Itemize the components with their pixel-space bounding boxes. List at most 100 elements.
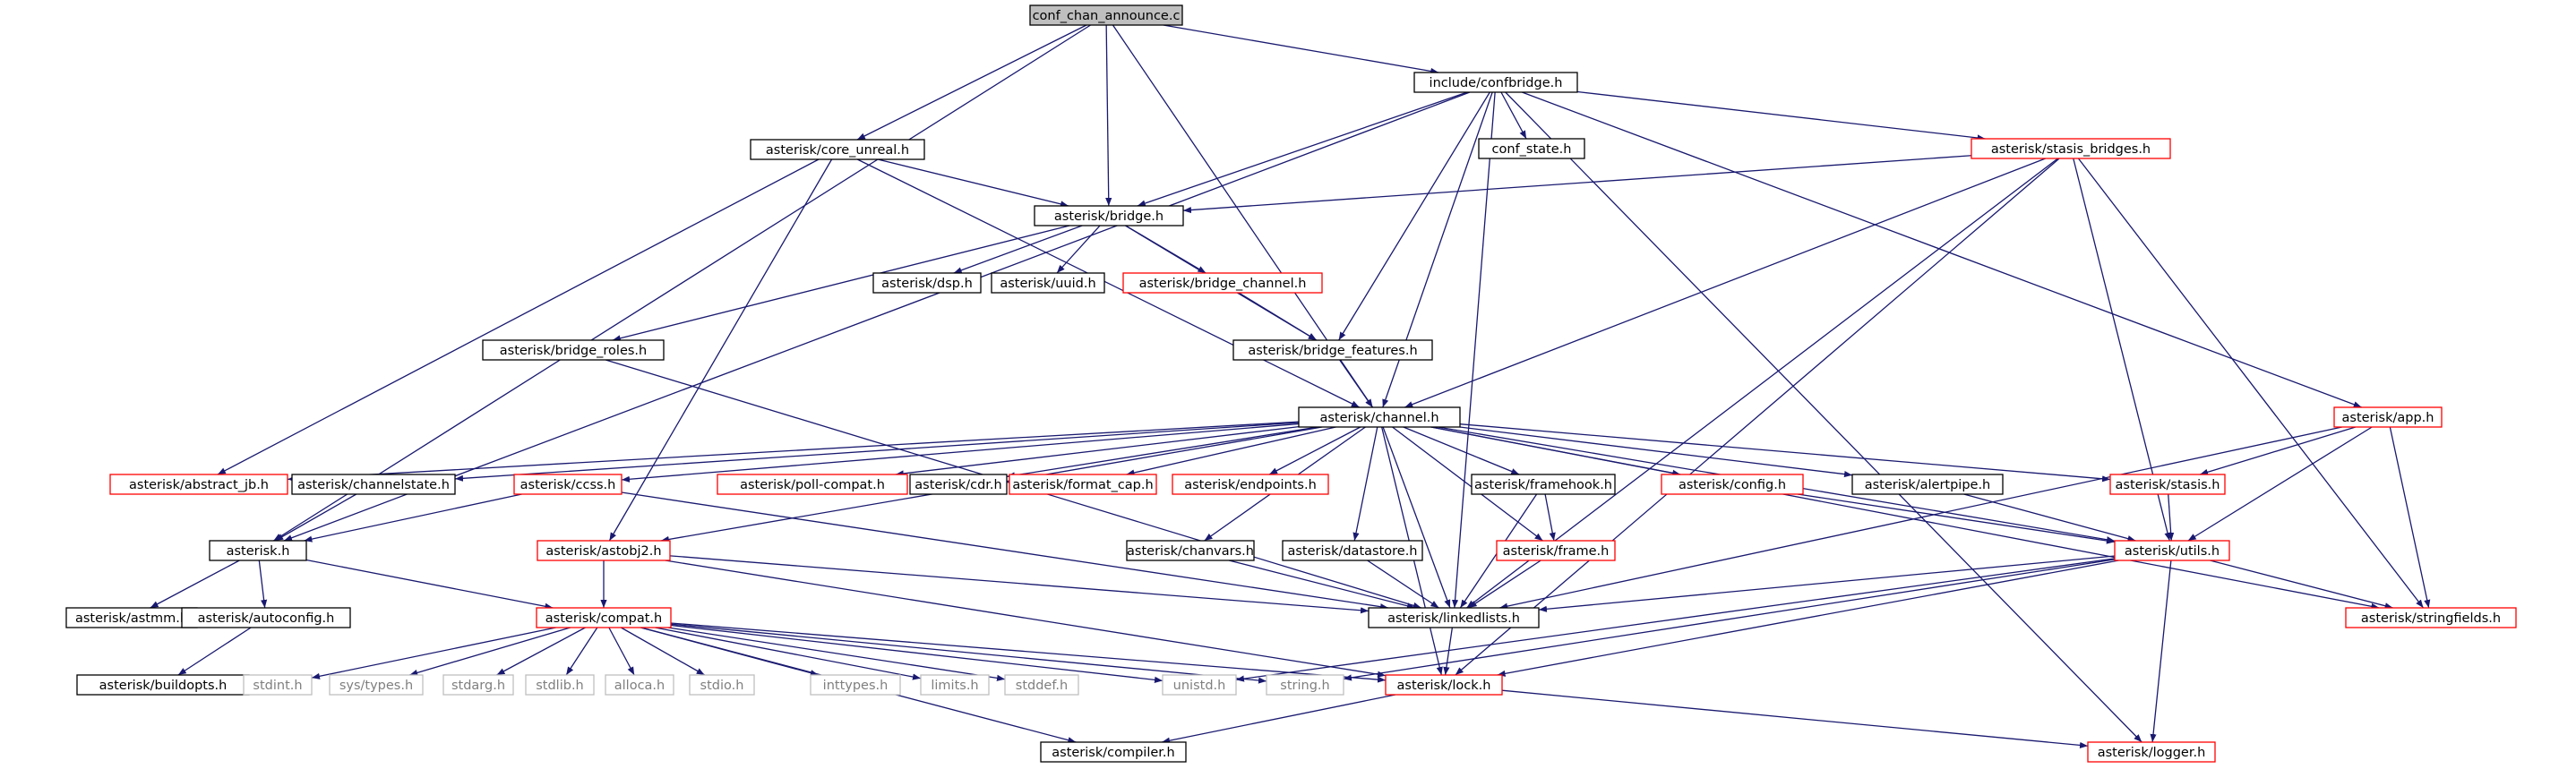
edge-app-to-stasis (2199, 426, 2357, 475)
node-logger[interactable]: asterisk/logger.h (2087, 741, 2216, 763)
node-bridge-features[interactable]: asterisk/bridge_features.h (1232, 339, 1433, 361)
node-label: asterisk/core_unreal.h (766, 143, 909, 158)
edge-asterisk-to-autoconfig (258, 560, 268, 609)
node-autoconfig[interactable]: asterisk/autoconfig.h (181, 607, 351, 628)
node-stdlib[interactable]: stdlib.h (525, 674, 595, 696)
node-box (1126, 540, 1255, 561)
node-compiler[interactable]: asterisk/compiler.h (1040, 741, 1187, 763)
node-label: asterisk/datastore.h (1287, 544, 1417, 559)
node-config[interactable]: asterisk/config.h (1661, 474, 1804, 495)
node-label: asterisk/dsp.h (881, 277, 973, 291)
node-label: asterisk/endpoints.h (1184, 478, 1317, 492)
node-endpoints[interactable]: asterisk/endpoints.h (1172, 474, 1329, 495)
node-box (689, 674, 755, 696)
node-inttypes[interactable]: inttypes.h (810, 674, 901, 696)
node-conf-state[interactable]: conf_state.h (1478, 138, 1585, 159)
node-box (909, 474, 1008, 495)
node-box (2333, 406, 2443, 428)
node-utils[interactable]: asterisk/utils.h (2114, 540, 2230, 561)
node-label: asterisk/config.h (1679, 478, 1786, 492)
node-chanvars[interactable]: asterisk/chanvars.h (1126, 540, 1255, 561)
node-core-unreal[interactable]: asterisk/core_unreal.h (750, 139, 925, 160)
node-box (991, 272, 1105, 294)
node-label: asterisk/lock.h (1397, 679, 1491, 693)
node-label: asterisk/stasis_bridges.h (1991, 142, 2151, 157)
node-label: asterisk/autoconfig.h (198, 611, 335, 626)
node-label: asterisk/astmm.h (75, 611, 188, 626)
node-box (181, 607, 351, 628)
edge-confbridge-to-bridge_features (1338, 91, 1490, 341)
node-stasis[interactable]: asterisk/stasis.h (2109, 474, 2226, 495)
edge-lock-to-logger (1501, 689, 2089, 748)
edge-utils-to-linkedlists (1538, 555, 2116, 612)
edge-framehook-to-frame (1544, 493, 1556, 542)
edge-utils-to-string (1343, 559, 2116, 681)
edge-stasis_bridges-to-stringfields (2077, 158, 2425, 609)
node-framehook[interactable]: asterisk/framehook.h (1471, 474, 1616, 495)
node-unistd[interactable]: unistd.h (1162, 674, 1237, 696)
node-channel[interactable]: asterisk/channel.h (1298, 406, 1461, 428)
node-asterisk[interactable]: asterisk.h (209, 540, 307, 561)
nodes-layer: conf_chan_announce.c include/confbridge.h… (65, 4, 2517, 763)
edge-compat-to-alloca (608, 627, 635, 676)
node-ccss[interactable]: asterisk/ccss.h (513, 474, 623, 495)
node-box (1282, 540, 1423, 561)
node-poll-compat[interactable]: asterisk/poll-compat.h (717, 474, 908, 495)
node-alertpipe[interactable]: asterisk/alertpipe.h (1851, 474, 2004, 495)
node-confbridge[interactable]: include/confbridge.h (1413, 72, 1578, 93)
node-astobj2[interactable]: asterisk/astobj2.h (537, 540, 671, 561)
node-buildopts[interactable]: asterisk/buildopts.h (76, 674, 250, 696)
node-systypes[interactable]: sys/types.h (329, 674, 424, 696)
node-stddef[interactable]: stddef.h (1004, 674, 1079, 696)
node-box (513, 474, 623, 495)
edge-bridge-to-bridge_roles (612, 225, 1070, 342)
node-alloca[interactable]: alloca.h (605, 674, 674, 696)
node-frame[interactable]: asterisk/frame.h (1496, 540, 1616, 561)
node-root[interactable]: conf_chan_announce.c (1029, 4, 1183, 26)
node-compat[interactable]: asterisk/compat.h (536, 607, 672, 628)
node-bridge[interactable]: asterisk/bridge.h (1034, 205, 1184, 226)
node-label: conf_state.h (1492, 142, 1572, 157)
edge-compat-to-systypes (409, 627, 571, 676)
edge-compat-to-stdint (311, 627, 556, 679)
node-limits[interactable]: limits.h (920, 674, 990, 696)
node-label: asterisk/linkedlists.h (1387, 611, 1520, 626)
node-format-cap[interactable]: asterisk/format_cap.h (1009, 474, 1157, 495)
edge-confbridge-to-stasis_bridges (1576, 90, 1986, 141)
node-linkedlists[interactable]: asterisk/linkedlists.h (1368, 607, 1540, 628)
node-box (1385, 674, 1503, 696)
edge-channel-to-alertpipe (1459, 426, 1853, 478)
node-lock[interactable]: asterisk/lock.h (1385, 674, 1503, 696)
node-label: asterisk/framehook.h (1474, 478, 1612, 492)
edge-utils-to-unistd (1235, 558, 2116, 682)
node-box (1004, 674, 1079, 696)
edge-frame-to-linkedlists (1468, 560, 1541, 609)
node-bridge-channel[interactable]: asterisk/bridge_channel.h (1122, 272, 1323, 294)
node-abstract-jb[interactable]: asterisk/abstract_jb.h (109, 474, 288, 495)
node-dsp[interactable]: asterisk/dsp.h (872, 272, 982, 294)
node-app[interactable]: asterisk/app.h (2333, 406, 2443, 428)
node-stdarg[interactable]: stdarg.h (442, 674, 514, 696)
node-stasis-bridges[interactable]: asterisk/stasis_bridges.h (1971, 138, 2171, 159)
node-cdr[interactable]: asterisk/cdr.h (909, 474, 1008, 495)
node-label: asterisk/logger.h (2098, 746, 2206, 760)
node-stdint[interactable]: stdint.h (243, 674, 313, 696)
edge-compat-to-lock (670, 622, 1387, 683)
edge-root-to-asterisk (273, 24, 1091, 542)
node-astmm[interactable]: asterisk/astmm.h (65, 607, 198, 628)
node-bridge-roles[interactable]: asterisk/bridge_roles.h (482, 339, 665, 361)
node-stdio[interactable]: stdio.h (689, 674, 755, 696)
node-box (872, 272, 982, 294)
node-string[interactable]: string.h (1266, 674, 1344, 696)
node-label: include/confbridge.h (1430, 76, 1563, 90)
node-datastore[interactable]: asterisk/datastore.h (1282, 540, 1423, 561)
edge-stasis_bridges-to-linkedlists (1466, 158, 2058, 609)
node-label: asterisk/uuid.h (1000, 277, 1095, 291)
node-stringfields[interactable]: asterisk/stringfields.h (2345, 607, 2517, 628)
node-box (2109, 474, 2226, 495)
edge-channel-to-ccss (621, 423, 1300, 483)
node-channelstate[interactable]: asterisk/channelstate.h (291, 474, 456, 495)
node-uuid[interactable]: asterisk/uuid.h (991, 272, 1105, 294)
node-label: unistd.h (1173, 679, 1226, 693)
